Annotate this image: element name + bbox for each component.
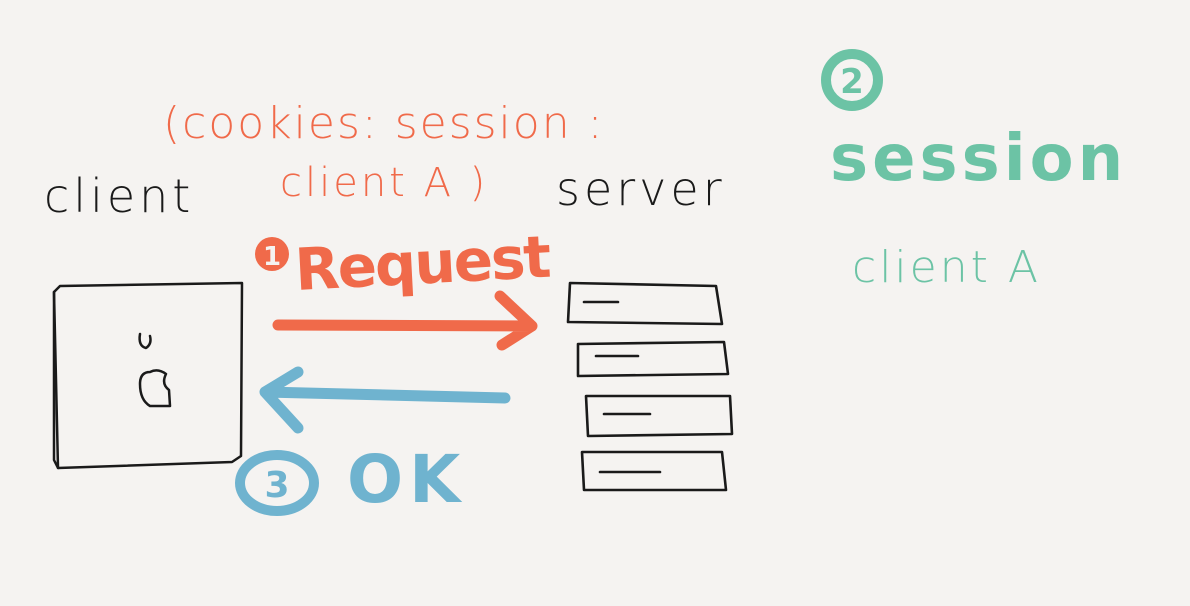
session-store: 2 session client A (821, 49, 1127, 293)
apple-laptop-icon (52, 281, 244, 470)
cookies-label-line2: client A ) (280, 160, 488, 206)
step-2-badge-icon (821, 49, 883, 111)
response-arrow (259, 366, 511, 434)
client-label: client (44, 169, 194, 223)
ok-step-number: 3 (264, 465, 289, 506)
session-value: client A (852, 242, 1041, 293)
server-rack-icon (566, 281, 734, 492)
request-label: Request (293, 223, 552, 304)
session-step-number: 2 (840, 62, 864, 102)
step-1-badge-icon (255, 237, 289, 271)
ok-step: 3 OK (235, 366, 511, 518)
step-3-badge-icon (235, 450, 319, 516)
request-step-number: 1 (263, 242, 281, 272)
request-step: 1 Request (255, 223, 552, 351)
session-label: session (830, 122, 1127, 196)
server-label: server (556, 162, 726, 216)
request-arrow (272, 290, 538, 351)
ok-label: OK (347, 441, 466, 518)
cookies-label-line1: (cookies: session : (163, 98, 604, 149)
